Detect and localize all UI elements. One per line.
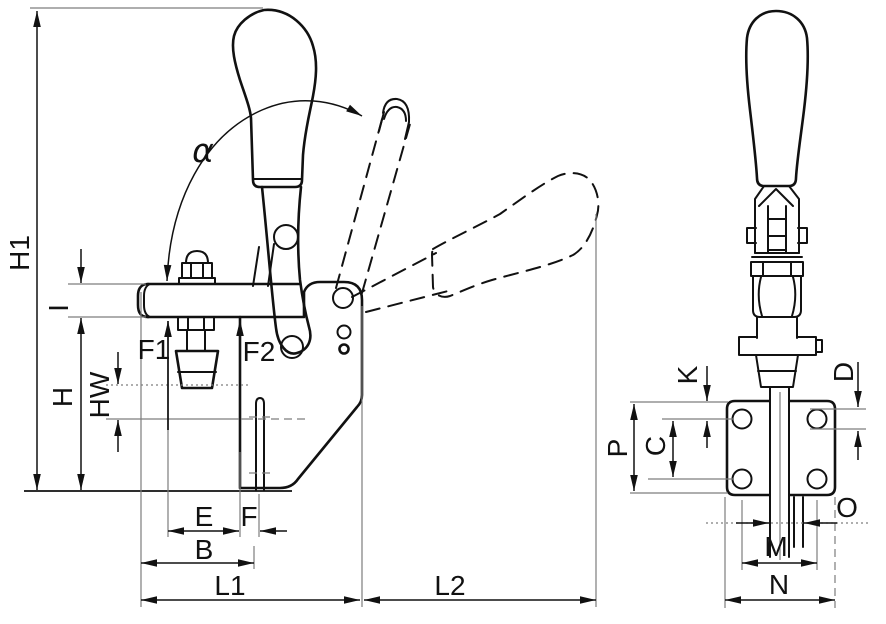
- mounting-hole-top-right: [806, 408, 828, 430]
- open-rod-left-solid: [378, 111, 385, 132]
- body-hole-small-upper: [336, 324, 352, 340]
- dim-label-c: C: [640, 436, 671, 456]
- dim-label-h1: H1: [4, 235, 35, 271]
- toggle-link: [252, 243, 275, 287]
- mounting-hole-bottom-left: [731, 468, 753, 490]
- nut-hex-facets: [190, 262, 204, 279]
- dim-label-k: K: [672, 365, 703, 384]
- pivot-tab-right: [797, 227, 808, 244]
- fork-inner-peak: [758, 188, 794, 207]
- rod-edges: [769, 387, 790, 558]
- front-dimension-extensions: [630, 401, 871, 608]
- spindle-holder: [755, 354, 799, 388]
- open-lever-lower: [365, 290, 449, 313]
- dim-label-f1: F1: [138, 334, 171, 365]
- side-bolt-head: [815, 339, 823, 353]
- open-lever-upper: [351, 252, 437, 298]
- lever-outline: [260, 185, 312, 355]
- dim-label-l1: L1: [214, 570, 245, 601]
- clamp-arm: [136, 282, 302, 319]
- front-grip-outline: [744, 9, 810, 188]
- hex-nut-front: [750, 261, 804, 277]
- handle-open-vertical: [335, 97, 411, 294]
- mounting-body: [238, 280, 364, 491]
- open-grip-outline: [431, 172, 600, 298]
- dim-label-f: F: [240, 501, 257, 532]
- dim-label-alpha: α: [192, 131, 214, 170]
- side-dimension-lines: [33, 11, 596, 604]
- lower-tab-left: [738, 336, 758, 356]
- dim-label-i: I: [43, 304, 74, 312]
- nut-hex: [181, 262, 213, 279]
- dim-label-d: D: [828, 362, 859, 382]
- base-plate: [725, 399, 837, 497]
- dim-label-f2: F2: [243, 336, 276, 367]
- dim-label-h: H: [47, 387, 78, 407]
- spindle-flange-facets: [187, 316, 205, 331]
- dim-label-n: N: [769, 569, 789, 600]
- spindle-assembly: [174, 316, 220, 390]
- grip-outline: [231, 8, 318, 189]
- side-view: H1 α I H HW F1 F2 E F B L1 L2: [4, 7, 600, 607]
- arm-top-nut: [178, 250, 216, 285]
- step-line: [751, 252, 803, 258]
- dim-label-e: E: [195, 501, 214, 532]
- dim-label-m: M: [764, 531, 787, 562]
- body-hole-small-lower: [338, 343, 350, 355]
- angle-arc: [163, 100, 363, 282]
- plunger-rod: [769, 387, 804, 558]
- open-rod-cap-rim: [383, 105, 407, 122]
- lower-sides: [756, 316, 798, 339]
- link-pivot-hole: [280, 335, 304, 359]
- dim-label-o: O: [836, 492, 858, 523]
- open-rod-right-solid: [404, 121, 410, 140]
- spindle-flange: [177, 316, 215, 331]
- arm-end-cap: [136, 282, 150, 319]
- pivot-hole: [332, 287, 354, 309]
- dim-label-hw: HW: [84, 371, 115, 418]
- dim-label-l2: L2: [434, 570, 465, 601]
- dim-label-p: P: [602, 439, 633, 458]
- nut-dome: [185, 250, 209, 264]
- plate-outline: [725, 399, 837, 497]
- front-dimension-lines: [630, 362, 862, 604]
- open-rod-right-edge: [361, 123, 411, 294]
- spindle-shaft: [186, 329, 206, 352]
- handle-open-angled: [351, 172, 600, 313]
- lower-tab-right: [796, 336, 817, 356]
- fork-outer-left: [754, 185, 765, 254]
- front-mechanism: [738, 185, 823, 388]
- arm-end-cap-inner: [143, 283, 151, 318]
- side-dimension-labels: H1 α I H HW F1 F2 E F B L1 L2: [4, 131, 466, 601]
- foot-pad: [174, 349, 220, 390]
- open-rod-cap: [382, 97, 411, 123]
- lever-hole: [273, 224, 299, 250]
- rod-companion-bar: [793, 496, 804, 548]
- dim-label-b: B: [195, 534, 214, 565]
- fork-inner-rails: [767, 205, 787, 253]
- side-dimension-extensions: [24, 7, 597, 607]
- front-dimension-labels: K D P C O M N: [602, 362, 859, 600]
- mounting-hole-bottom-right: [806, 468, 828, 490]
- pivot-tab-left: [746, 227, 757, 244]
- barrel-front: [752, 275, 802, 318]
- open-rod-left-edge: [335, 111, 385, 289]
- hex-nut-facets: [762, 261, 792, 277]
- barrel-arcs: [757, 276, 797, 317]
- nut-washer: [178, 277, 216, 285]
- mounting-slot: [255, 397, 265, 491]
- fork-outer-right: [788, 185, 800, 254]
- handle-closed: [231, 8, 318, 359]
- body-outline: [238, 280, 364, 490]
- front-view: K D P C O M N: [602, 9, 871, 608]
- mounting-hole-top-left: [731, 408, 753, 430]
- fork-rungs: [767, 218, 787, 251]
